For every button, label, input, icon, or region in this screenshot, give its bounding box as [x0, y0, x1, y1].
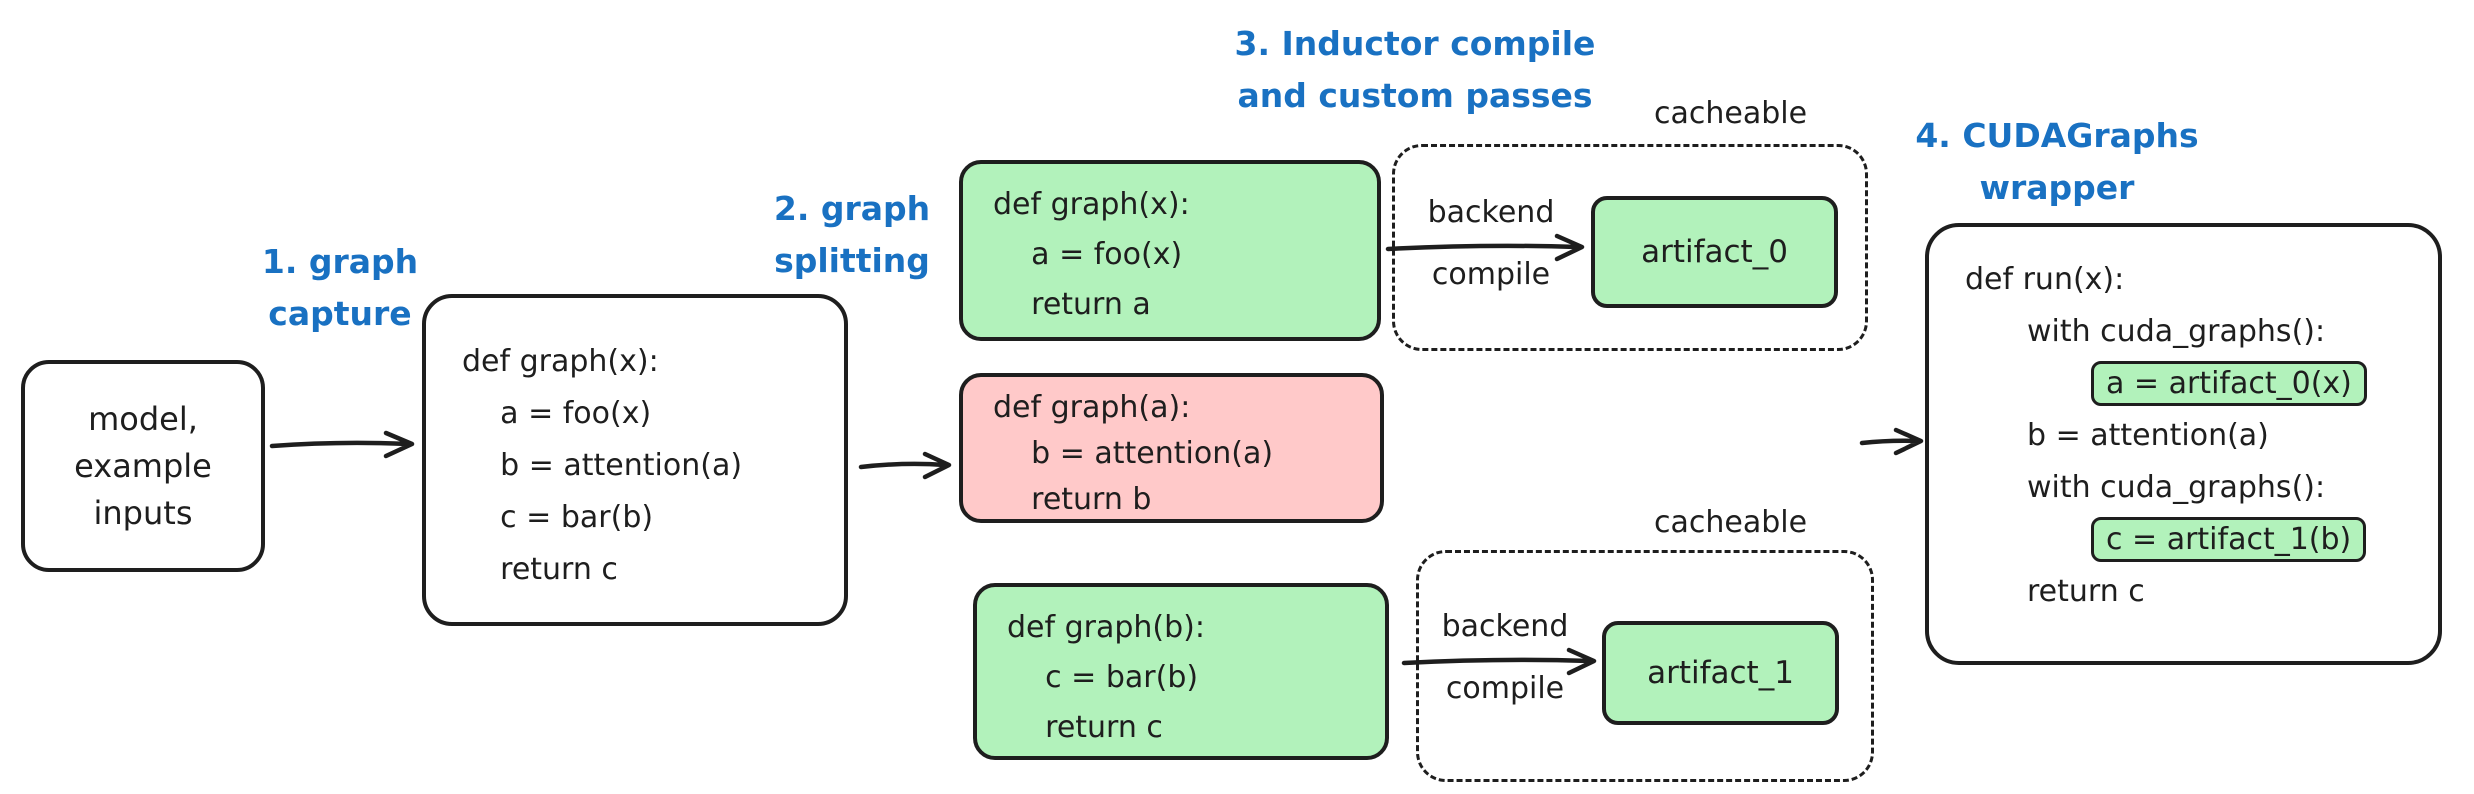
- run-code-line: def run(x):: [1965, 253, 2438, 305]
- captured-graph-box: def graph(x): a = foo(x) b = attention(a…: [422, 294, 848, 626]
- cacheable-dashed-box-top: [1392, 144, 1868, 351]
- split-graph-box-foo: def graph(x): a = foo(x) return a: [959, 160, 1381, 341]
- backend-compile-label-bottom: backend compile: [1441, 609, 1569, 706]
- artifact-0-call-highlight: a = artifact_0(x): [2091, 360, 2367, 406]
- run-code-line-text: return c: [2027, 573, 2145, 609]
- cacheable-dashed-box-bottom: [1416, 550, 1874, 782]
- run-code-line: b = attention(a): [2027, 409, 2438, 461]
- step1-graph-capture-label: 1. graph capture: [261, 242, 419, 334]
- run-code-line-text: with cuda_graphs():: [2027, 313, 2326, 349]
- run-code-line: with cuda_graphs():: [2027, 461, 2438, 513]
- arrow-graph-splitting: [858, 451, 952, 480]
- run-code-line-text: def run(x):: [1965, 261, 2125, 297]
- step2-graph-splitting-label: 2. graph splitting: [773, 189, 931, 281]
- artifact-1-box: artifact_1: [1602, 621, 1839, 725]
- run-code-line: return c: [2027, 565, 2438, 617]
- split-graph-box-attention: def graph(a): b = attention(a) return b: [959, 373, 1384, 523]
- split-graph-bar-code: def graph(b): c = bar(b) return c: [1007, 610, 1205, 745]
- step4-cudagraphs-wrapper-label: 4. CUDAGraphs wrapper: [1915, 116, 2199, 208]
- split-graph-foo-code: def graph(x): a = foo(x) return a: [993, 187, 1190, 322]
- run-code-line-text: b = attention(a): [2027, 417, 2269, 453]
- backend-compile-label-top: backend compile: [1427, 195, 1555, 292]
- artifact-0-label: artifact_0: [1641, 234, 1788, 270]
- artifact-1-call-highlight: c = artifact_1(b): [2091, 516, 2367, 562]
- cacheable-label-top: cacheable: [1654, 96, 1808, 131]
- arrow-graph-capture: [269, 430, 415, 459]
- artifact-0-box: artifact_0: [1591, 196, 1838, 308]
- run-code-line-text: with cuda_graphs():: [2027, 469, 2326, 505]
- split-graph-box-bar: def graph(b): c = bar(b) return c: [973, 583, 1389, 760]
- step3-inductor-compile-label: 3. Inductor compile and custom passes: [1234, 24, 1596, 116]
- run-code-line: c = artifact_1(b): [2091, 513, 2438, 565]
- model-inputs-text: model, example inputs: [74, 400, 212, 532]
- split-graph-attention-code: def graph(a): b = attention(a) return b: [993, 390, 1274, 517]
- arrow-to-cudagraphs: [1859, 427, 1924, 456]
- run-code-line: with cuda_graphs():: [2027, 305, 2438, 357]
- cacheable-label-bottom: cacheable: [1654, 505, 1808, 540]
- model-inputs-box: model, example inputs: [21, 360, 265, 572]
- run-code-line: a = artifact_0(x): [2091, 357, 2438, 409]
- captured-graph-code: def graph(x): a = foo(x) b = attention(a…: [462, 344, 743, 587]
- artifact-1-label: artifact_1: [1647, 655, 1794, 691]
- cudagraphs-run-box: def run(x): with cuda_graphs(): a = arti…: [1925, 223, 2442, 665]
